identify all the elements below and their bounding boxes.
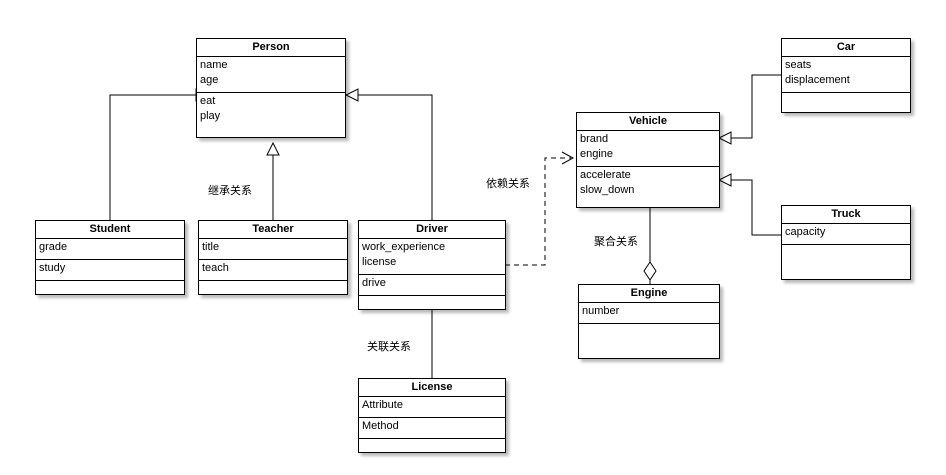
class-attributes-truck: capacity (782, 224, 910, 245)
class-method: accelerate (580, 169, 631, 181)
class-box-student[interactable]: Student grade study (35, 220, 185, 295)
class-method: Method (362, 420, 399, 432)
class-box-driver[interactable]: Driver work_experience license drive (358, 220, 506, 310)
class-attribute: Attribute (362, 399, 403, 411)
class-title-license: License (359, 379, 505, 397)
class-box-license[interactable]: License Attribute Method (358, 378, 506, 453)
class-method: study (39, 262, 66, 274)
class-title-driver: Driver (359, 221, 505, 239)
class-methods-person: eat play (197, 93, 345, 138)
class-methods-driver: drive (359, 275, 505, 296)
class-attributes-driver: work_experience license (359, 239, 505, 275)
class-attributes-car: seats displacement (782, 57, 910, 93)
class-extra-driver (359, 296, 505, 310)
class-attribute: capacity (785, 226, 826, 238)
class-attributes-person: name age (197, 57, 345, 93)
class-box-car[interactable]: Car seats displacement (781, 38, 911, 113)
class-methods-student: study (36, 260, 184, 281)
edge-label-association: 关联关系 (367, 341, 411, 353)
edge-label-aggregation: 聚合关系 (594, 236, 638, 248)
class-attributes-license: Attribute (359, 397, 505, 418)
class-methods-vehicle: accelerate slow_down (577, 167, 719, 209)
class-title-student: Student (36, 221, 184, 239)
class-title-teacher: Teacher (199, 221, 347, 239)
class-title-person: Person (197, 39, 345, 57)
class-box-teacher[interactable]: Teacher title teach (198, 220, 348, 295)
class-methods-license: Method (359, 418, 505, 439)
class-attributes-student: grade (36, 239, 184, 260)
class-attributes-engine: number (579, 303, 719, 324)
class-attributes-teacher: title (199, 239, 347, 260)
class-attribute: displacement (785, 74, 850, 86)
class-attribute: name (200, 59, 228, 71)
class-box-truck[interactable]: Truck capacity (781, 205, 911, 280)
class-attribute: number (582, 305, 620, 317)
class-extra-truck (782, 245, 910, 280)
class-box-engine[interactable]: Engine number (578, 284, 720, 359)
class-attribute: grade (39, 241, 68, 253)
class-method: play (200, 110, 221, 122)
class-extra-engine (579, 324, 719, 359)
class-method: eat (200, 95, 216, 107)
class-method: teach (202, 262, 229, 274)
class-methods-teacher: teach (199, 260, 347, 281)
class-attributes-vehicle: brand engine (577, 131, 719, 167)
class-attribute: work_experience (362, 241, 446, 253)
class-attribute: brand (580, 133, 609, 145)
class-title-engine: Engine (579, 285, 719, 303)
class-extra-license (359, 439, 505, 472)
class-title-car: Car (782, 39, 910, 57)
class-attribute: engine (580, 148, 614, 160)
class-box-vehicle[interactable]: Vehicle brand engine accelerate slow_dow… (576, 112, 720, 208)
edge-label-inheritance: 继承关系 (208, 185, 252, 197)
class-attribute: title (202, 241, 220, 253)
class-box-person[interactable]: Person name age eat play (196, 38, 346, 138)
class-attribute: seats (785, 59, 812, 71)
class-method: slow_down (580, 184, 635, 196)
class-attribute: age (200, 74, 219, 86)
class-title-vehicle: Vehicle (577, 113, 719, 131)
class-extra-car (782, 93, 910, 113)
class-method: drive (362, 277, 386, 289)
edge-label-dependency: 依赖关系 (486, 178, 530, 190)
class-extra-teacher (199, 281, 347, 314)
class-extra-student (36, 281, 184, 314)
class-attribute: license (362, 256, 397, 268)
class-title-truck: Truck (782, 206, 910, 224)
